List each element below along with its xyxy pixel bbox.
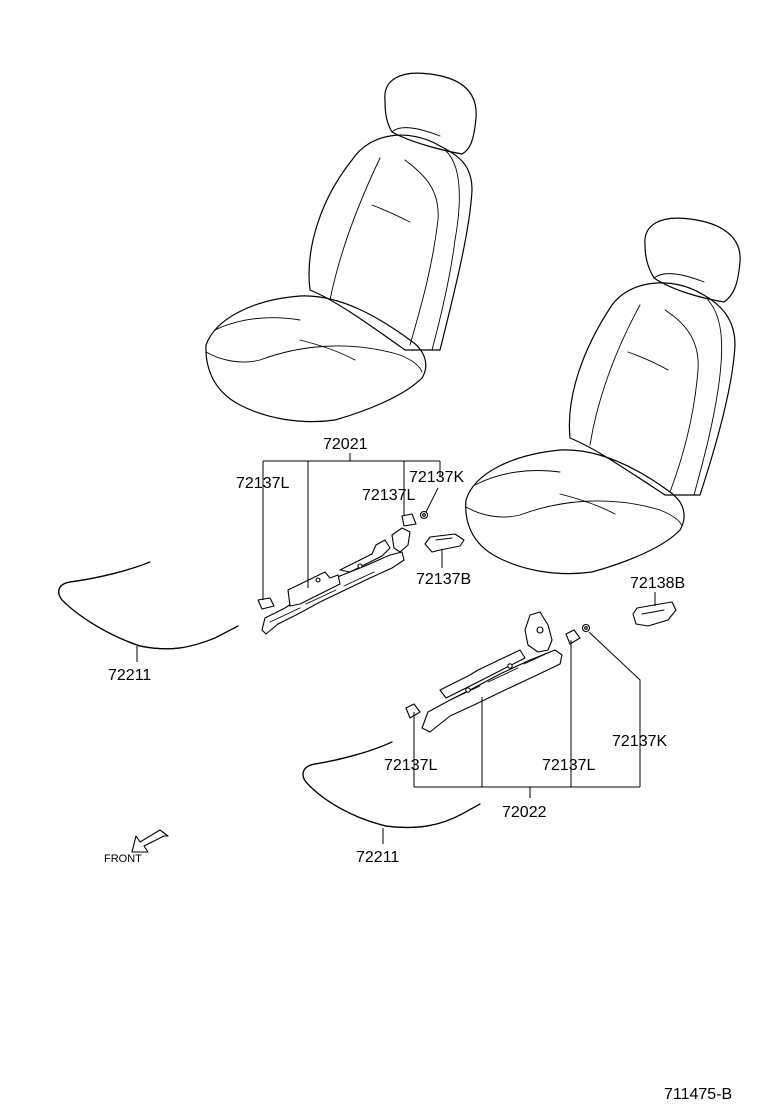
clip-72137l-left-a [257, 597, 275, 610]
left-seat-adjuster-rail [261, 527, 411, 635]
cover-72137b [424, 533, 465, 553]
wire-72211-left [58, 561, 239, 650]
clip-72137k-left [419, 510, 429, 520]
label-72022: 72022 [502, 804, 547, 821]
label-72211-left: 72211 [108, 667, 151, 684]
clip-72137k-right [581, 623, 591, 633]
clip-72137l-right-b [565, 629, 581, 645]
left-seat [205, 72, 477, 423]
cover-72138b [632, 601, 677, 627]
label-72137l-3: 72137L [384, 757, 437, 774]
leader-lines [136, 453, 656, 844]
label-72138b: 72138B [630, 575, 685, 592]
wire-72211-right [302, 741, 481, 829]
label-72137k-1: 72137K [409, 469, 464, 486]
label-72211-right: 72211 [356, 849, 399, 866]
right-seat-adjuster-rail [421, 611, 563, 733]
label-72137l-1: 72137L [236, 475, 289, 492]
front-arrow-icon [131, 829, 169, 853]
label-72021: 72021 [323, 436, 368, 453]
label-72137l-4: 72137L [542, 757, 595, 774]
label-72137k-2: 72137K [612, 733, 667, 750]
part-labels: 72021 72137L 72137K 72137L 72137B 72138B… [104, 436, 732, 1103]
label-72137b: 72137B [416, 571, 471, 588]
right-seat [465, 217, 741, 575]
label-front: FRONT [104, 853, 142, 865]
diagram-id: 711475-B [664, 1086, 732, 1103]
label-72137l-2: 72137L [362, 487, 415, 504]
clip-72137l-left-b [401, 513, 417, 527]
clip-72137l-right-a [405, 703, 421, 719]
